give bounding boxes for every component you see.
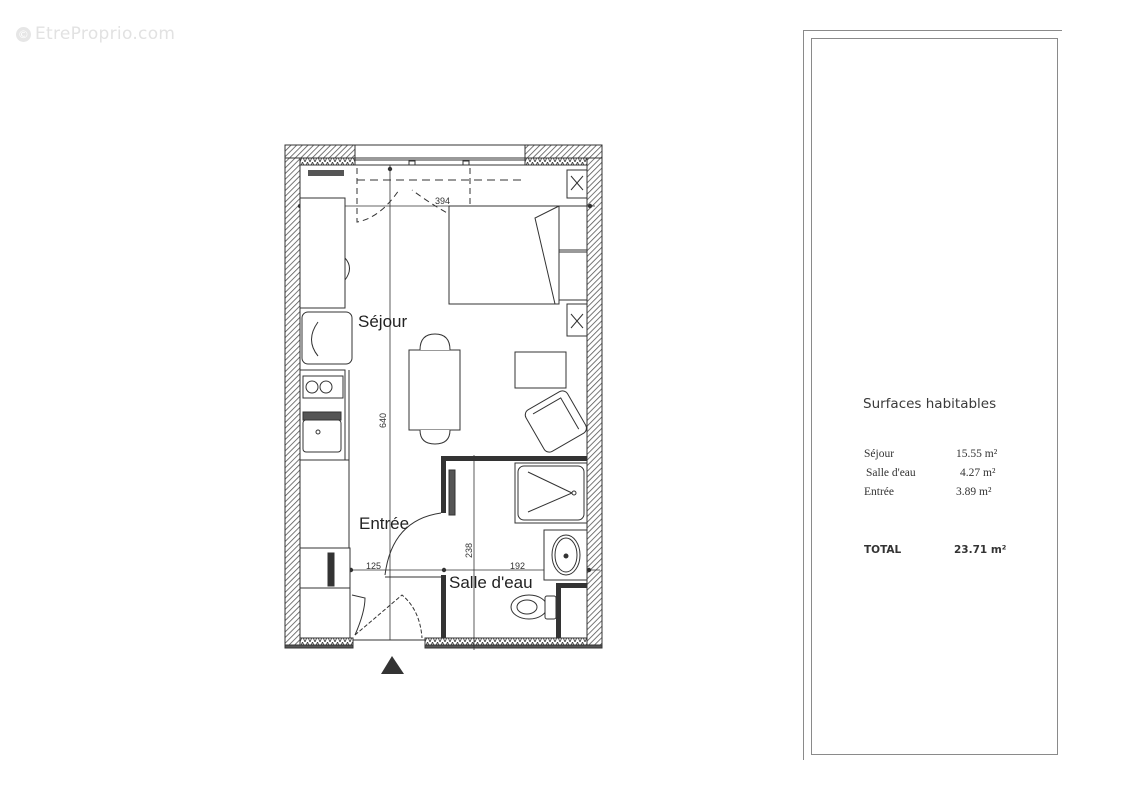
window (355, 159, 525, 223)
room-label-salle-deau: Salle d'eau (449, 573, 533, 592)
room-label-entree: Entrée (359, 514, 410, 533)
surface-label: Entrée (864, 486, 895, 498)
surface-total-label: TOTAL (864, 544, 902, 556)
copyright-icon: © (16, 27, 31, 42)
surface-value: 15.55 m² (956, 448, 998, 460)
bathroom-walls (441, 456, 587, 638)
dimension-height-left: 640 (378, 412, 388, 428)
exterior-walls (284, 144, 603, 649)
surface-label: Salle d'eau (866, 467, 916, 479)
surfaces-panel-frame (803, 30, 1062, 760)
surface-value: 4.27 m² (960, 467, 996, 479)
dimension-bathroom-height: 238 (464, 542, 474, 558)
radiator (308, 170, 344, 176)
watermark: © EtreProprio.com (16, 24, 175, 44)
surface-value: 3.89 m² (956, 486, 992, 498)
surfaces-title: Surfaces habitables (863, 396, 997, 412)
dimension-entry-width: 125 (366, 561, 382, 571)
furniture (299, 169, 588, 639)
surfaces-panel (811, 38, 1058, 755)
dimension-bathroom-width: 192 (510, 561, 526, 571)
watermark-text: EtreProprio.com (35, 24, 176, 44)
entrance-arrow-icon (381, 656, 404, 674)
surface-total-value: 23.71 m² (954, 544, 1007, 556)
room-label-sejour: Séjour (358, 312, 408, 331)
surface-label: Séjour (864, 448, 895, 460)
dimension-width-top: 394 (435, 196, 451, 206)
